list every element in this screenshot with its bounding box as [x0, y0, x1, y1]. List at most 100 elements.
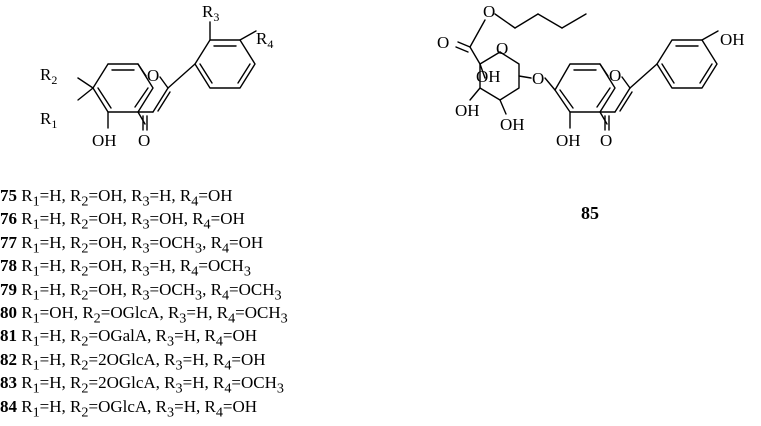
substituent-label-r1: R1=: [21, 279, 50, 303]
compound-row: 75 R1=H, R2=OH, R3=H, R4=OH: [0, 186, 233, 210]
substituent-label-r1: R1=: [21, 209, 50, 233]
label-sugar-ring-oxygen: O: [496, 39, 508, 58]
substituent-label-r4: R4=: [210, 279, 239, 303]
substituent-value-r2: 2OGlcA: [98, 373, 156, 393]
substituent-value-r4: OCH3: [240, 373, 284, 397]
substituent-value-r3: H: [183, 396, 196, 416]
label-sugar-hydroxyl-right: OH: [500, 115, 525, 134]
compound-number: 78: [0, 256, 17, 276]
substituent-value-r2: OH: [98, 186, 123, 205]
substituent-value-r2: OH: [98, 209, 123, 229]
substituent-label-r1: R1=: [21, 349, 50, 374]
substituent-label-r4: R4=: [192, 209, 221, 233]
substituent-label-r3: R3=: [131, 256, 160, 280]
substituent-label-r2: R2=: [70, 232, 99, 257]
substituent-value-r1: H: [49, 256, 62, 276]
compound-number: 80: [0, 302, 17, 322]
substituent-value-r3: OCH3: [159, 279, 203, 303]
substituent-label-r2: R2=: [70, 279, 99, 303]
substituent-value-r4: OH: [240, 349, 266, 369]
substituent-value-r1: H: [49, 232, 62, 252]
substituent-label-r1: R1=: [21, 232, 50, 257]
substituent-label-r2: R2=: [70, 326, 99, 350]
label-r4: R4: [256, 29, 273, 51]
substituent-label-r4: R4=: [204, 396, 233, 420]
substituent-value-r4: OH: [207, 186, 233, 205]
label-chromone-ring-oxygen: O: [609, 66, 621, 85]
label-chromone-hydroxyl: OH: [556, 131, 581, 150]
substituent-value-r1: H: [49, 396, 62, 416]
substituent-value-r2: OH: [98, 232, 123, 252]
substituent-value-r3: H: [183, 326, 196, 346]
substituent-value-r3: H: [159, 186, 172, 205]
substituent-label-r4: R4=: [212, 349, 241, 374]
substituent-label-r1: R1=: [21, 396, 50, 420]
substituent-label-r2: R2=: [70, 256, 99, 280]
substituent-value-r3: OH: [159, 209, 184, 229]
label-r2: R2: [40, 65, 57, 87]
compound-row: 84 R1=H, R2=OGlcA, R3=H, R4=OH: [0, 396, 258, 420]
compound-85-skeleton: [455, 13, 719, 131]
substituent-value-r1: OH: [49, 302, 74, 322]
substituent-value-r3: OCH3: [159, 232, 203, 257]
substituent-value-r2: OGlcA: [110, 302, 160, 322]
substituent-label-r3: R3=: [164, 373, 193, 397]
substituent-label-r2: R2=: [70, 373, 99, 397]
substituent-value-r1: H: [49, 209, 62, 229]
substituent-label-r2: R2=: [70, 349, 99, 374]
substituent-label-r1: R1=: [21, 256, 50, 280]
label-glycosidic-oxygen: O: [532, 69, 544, 88]
compound-row: 81 R1=H, R2=OGalA, R3=H, R4=OH: [0, 326, 258, 350]
compound-number: 77: [0, 232, 17, 252]
substituent-label-r3: R3=: [131, 279, 160, 303]
substituent-label-r2: R2=: [70, 209, 99, 233]
substituent-value-r2: OH: [98, 256, 123, 276]
label-chromone-carbonyl-oxygen: O: [600, 131, 612, 150]
compound-row: 83 R1=H, R2=2OGlcA, R3=H, R4=OCH3: [0, 373, 284, 397]
label-ester-oxygen: O: [483, 2, 495, 21]
flavone-skeleton: [77, 21, 257, 131]
compound-number: 75: [0, 186, 17, 205]
label-ring-oxygen: O: [147, 66, 159, 85]
substituent-value-r4: OCH3: [207, 256, 251, 280]
compound-row: 76 R1=H, R2=OH, R3=OH, R4=OH: [0, 209, 245, 233]
substituent-value-r1: H: [49, 349, 62, 369]
label-sugar-hydroxyl-left: OH: [455, 101, 480, 120]
compound-number: 81: [0, 326, 17, 346]
compound-85-number: 85: [581, 203, 599, 223]
substituent-label-r3: R3=: [131, 232, 160, 257]
compound-number: 79: [0, 279, 17, 299]
label-sugar-hydroxyl-top: OH: [476, 67, 501, 86]
substituent-value-r2: OGlcA: [98, 396, 148, 416]
substituent-value-r4: OH: [220, 209, 245, 229]
label-phenyl-hydroxyl: OH: [720, 30, 745, 49]
substituent-value-r4: OH: [232, 396, 258, 416]
compound-row: 80 R1=OH, R2=OGlcA, R3=H, R4=OCH3: [0, 302, 288, 327]
substituent-value-r3: H: [159, 256, 172, 276]
substituent-value-r1: H: [49, 279, 62, 299]
substituent-value-r1: H: [49, 326, 62, 346]
substituent-value-r2: 2OGlcA: [98, 349, 156, 369]
substituent-label-r1: R1=: [21, 373, 50, 397]
compound-row: 82 R1=H, R2=2OGlcA, R3=H, R4=OH: [0, 349, 266, 374]
substituent-label-r3: R3=: [167, 302, 196, 327]
substituent-label-r3: R3=: [164, 349, 193, 374]
label-r3: R3: [202, 2, 219, 24]
substituent-label-r1: R1=: [21, 326, 50, 350]
substituent-label-r3: R3=: [131, 186, 160, 210]
substituent-value-r4: OCH3: [238, 279, 282, 303]
compound-row: 78 R1=H, R2=OH, R3=H, R4=OCH3: [0, 256, 251, 280]
substituent-value-r1: H: [49, 373, 62, 393]
compound-row: 79 R1=H, R2=OH, R3=OCH3, R4=OCH3: [0, 279, 282, 303]
substituent-value-r3: H: [192, 373, 205, 393]
substituent-value-r2: OH: [98, 279, 123, 299]
substituent-value-r4: OH: [238, 232, 264, 252]
compound-number: 83: [0, 373, 17, 393]
label-ester-carbonyl-oxygen: O: [437, 33, 449, 52]
substituent-value-r3: H: [195, 302, 209, 322]
substituent-label-r1: R1=: [21, 186, 50, 210]
substituent-label-r4: R4=: [210, 232, 239, 257]
substituent-label-r2: R2=: [70, 396, 99, 420]
